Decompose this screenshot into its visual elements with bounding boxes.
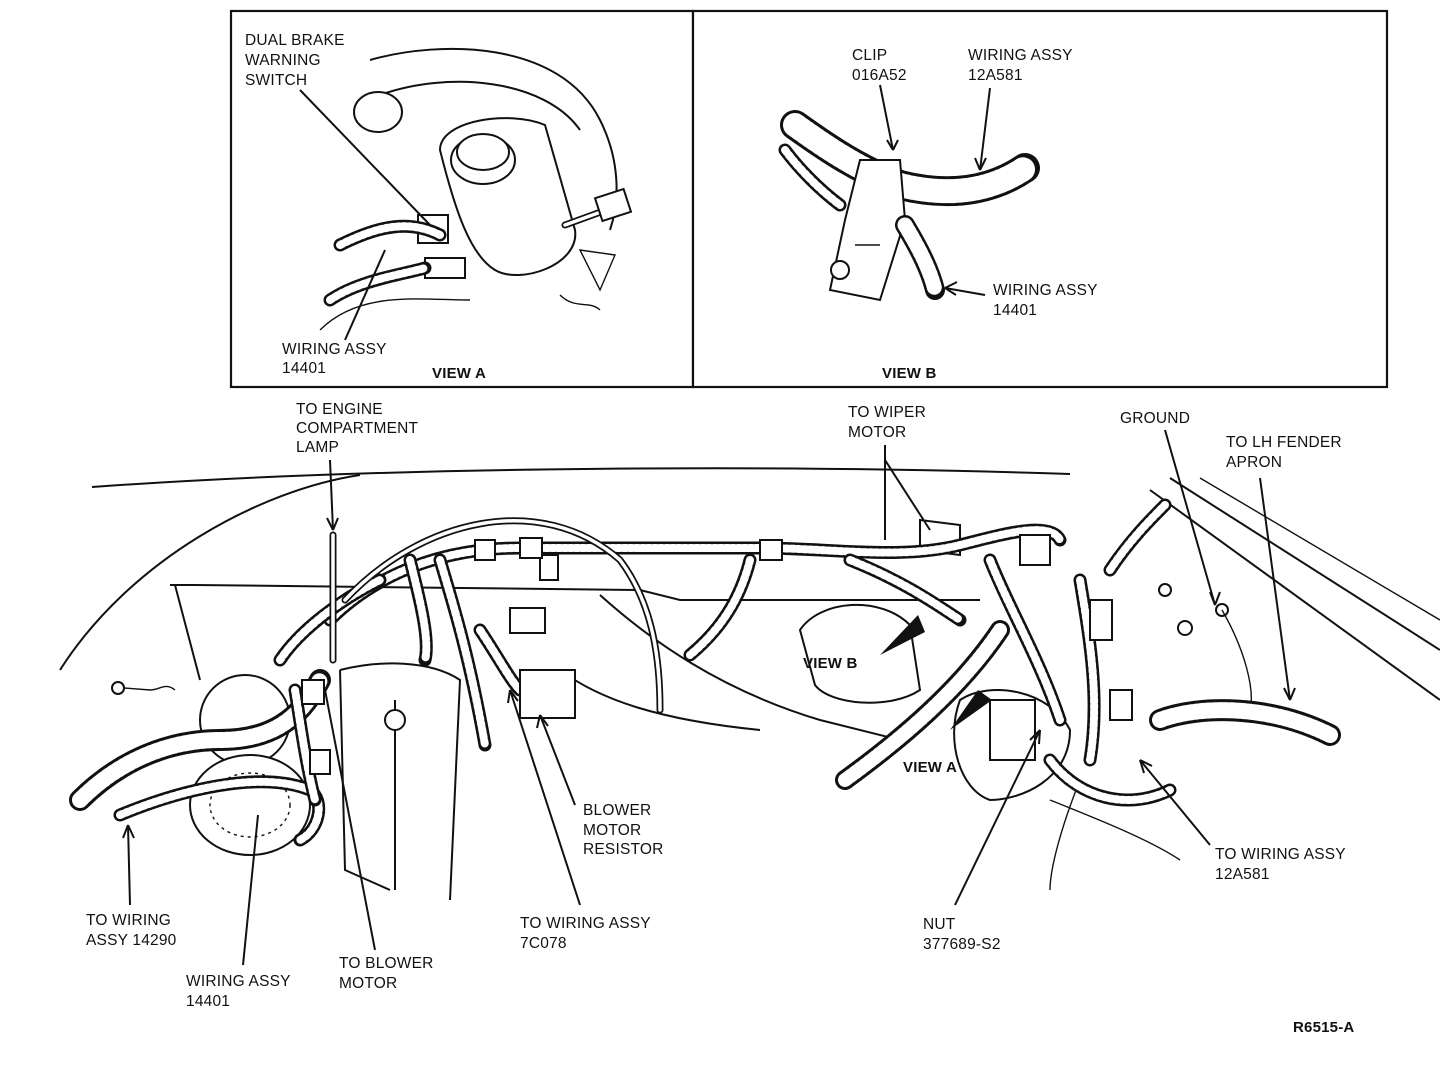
figure-id: R6515-A xyxy=(1293,1019,1354,1036)
wiring-7c078-label-1: TO WIRING ASSY xyxy=(520,915,651,932)
wiring-14290-label-1: TO WIRING xyxy=(86,912,171,929)
view-b-callout: VIEW B xyxy=(803,655,858,672)
wiring-14401-label-2: 14401 xyxy=(186,993,230,1010)
clip-label-1: CLIP xyxy=(852,47,887,64)
wiring-14290-label-2: ASSY 14290 xyxy=(86,932,177,949)
wiper-label-2: MOTOR xyxy=(848,424,906,441)
clip-label-2: 016A52 xyxy=(852,67,907,84)
view-b-title: VIEW B xyxy=(882,365,937,382)
view-a-title: VIEW A xyxy=(432,365,486,382)
blower-motor-label-1: TO BLOWER xyxy=(339,955,434,972)
fender-label-2: APRON xyxy=(1226,454,1282,471)
blower-resistor-label-3: RESISTOR xyxy=(583,841,664,858)
blower-motor-label-2: MOTOR xyxy=(339,975,397,992)
blower-resistor-label-2: MOTOR xyxy=(583,822,641,839)
view-b-wiring-top-label-2: 12A581 xyxy=(968,67,1023,84)
view-b-wiring-bottom-label-1: WIRING ASSY xyxy=(993,282,1098,299)
fender-label-1: TO LH FENDER xyxy=(1226,434,1342,451)
dual-brake-label-1: DUAL BRAKE xyxy=(245,32,345,49)
wiper-label-1: TO WIPER xyxy=(848,404,926,421)
dual-brake-label-2: WARNING xyxy=(245,52,321,69)
wiring-14401-label-1: WIRING ASSY xyxy=(186,973,291,990)
inset-view-a xyxy=(229,9,695,389)
view-a-wiring-label-1: WIRING ASSY xyxy=(282,341,387,358)
main-illustration xyxy=(59,429,1440,966)
dual-brake-label-3: SWITCH xyxy=(245,72,307,89)
engine-lamp-label-3: LAMP xyxy=(296,439,339,456)
view-b-wiring-top-label-1: WIRING ASSY xyxy=(968,47,1073,64)
view-b-wiring-bottom-label-2: 14401 xyxy=(993,302,1037,319)
nut-label-1: NUT xyxy=(923,916,956,933)
labels: DUAL BRAKE WARNING SWITCH WIRING ASSY 14… xyxy=(86,32,1354,1036)
view-a-wiring-label-2: 14401 xyxy=(282,360,326,377)
ground-label: GROUND xyxy=(1120,410,1190,427)
nut-label-2: 377689-S2 xyxy=(923,936,1001,953)
engine-lamp-label-1: TO ENGINE xyxy=(296,401,383,418)
engine-lamp-label-2: COMPARTMENT xyxy=(296,420,419,437)
blower-resistor-label-1: BLOWER xyxy=(583,802,651,819)
inset-view-b xyxy=(691,9,1389,389)
wiring-7c078-label-2: 7C078 xyxy=(520,935,567,952)
wiring-12a581-label-1: TO WIRING ASSY xyxy=(1215,846,1346,863)
wiring-12a581-label-2: 12A581 xyxy=(1215,866,1270,883)
view-a-callout: VIEW A xyxy=(903,759,957,776)
